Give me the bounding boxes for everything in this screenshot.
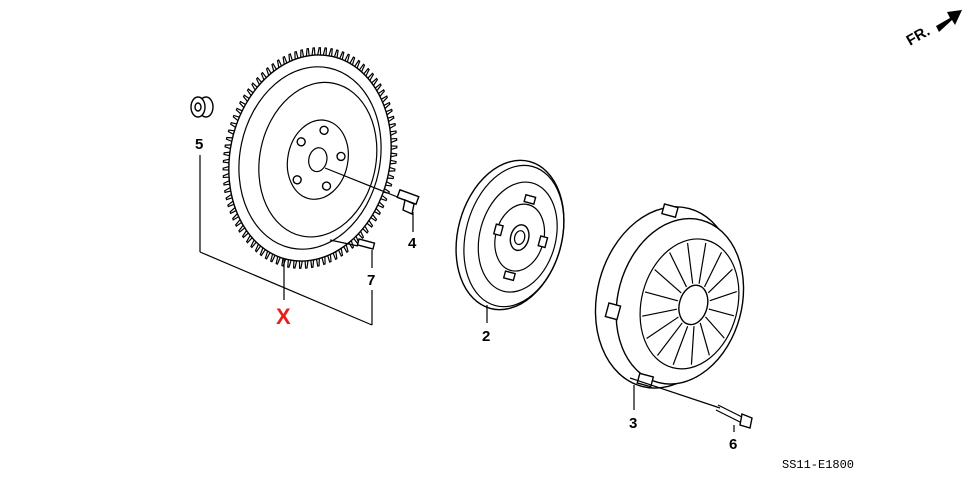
diaphragm-finger xyxy=(642,308,678,317)
pilot-bearing[interactable] xyxy=(190,96,214,118)
diaphragm-finger xyxy=(686,243,694,284)
callout-6[interactable]: 6 xyxy=(729,436,737,453)
diaphragm-finger xyxy=(699,322,710,356)
diaphragm-finger xyxy=(654,269,682,294)
front-direction-indicator: FR. xyxy=(904,10,962,50)
pressure-plate-bolt[interactable] xyxy=(629,377,753,429)
pressure-plate[interactable] xyxy=(576,191,764,406)
diaphragm-finger xyxy=(709,291,737,302)
callout-x-flywheel[interactable]: X xyxy=(276,304,291,329)
diaphragm-finger xyxy=(705,316,725,339)
diaphragm-finger xyxy=(703,251,723,288)
callout-5[interactable]: 5 xyxy=(195,136,203,153)
callout-4[interactable]: 4 xyxy=(408,235,417,252)
diaphragm-finger xyxy=(669,252,688,288)
clutch-disc[interactable] xyxy=(440,148,580,322)
flywheel-bolt[interactable] xyxy=(324,167,420,215)
diaphragm-finger xyxy=(672,325,689,365)
diaphragm-finger xyxy=(656,322,683,356)
fr-label: FR. xyxy=(904,23,933,50)
leader-lines xyxy=(199,155,735,432)
callout-3[interactable]: 3 xyxy=(629,415,637,432)
flywheel[interactable] xyxy=(203,31,417,284)
callout-2[interactable]: 2 xyxy=(482,328,490,345)
arrow-icon xyxy=(936,10,962,32)
diaphragm-finger xyxy=(698,242,707,284)
diaphragm-finger xyxy=(646,316,679,339)
dowel-pin[interactable] xyxy=(329,238,376,250)
diagram-code: SS11-E1800 xyxy=(782,458,854,472)
diaphragm-finger xyxy=(707,268,733,294)
callout-7[interactable]: 7 xyxy=(367,272,375,289)
diaphragm-finger xyxy=(690,326,695,365)
diaphragm-finger xyxy=(708,308,735,317)
diaphragm-finger xyxy=(644,291,679,302)
